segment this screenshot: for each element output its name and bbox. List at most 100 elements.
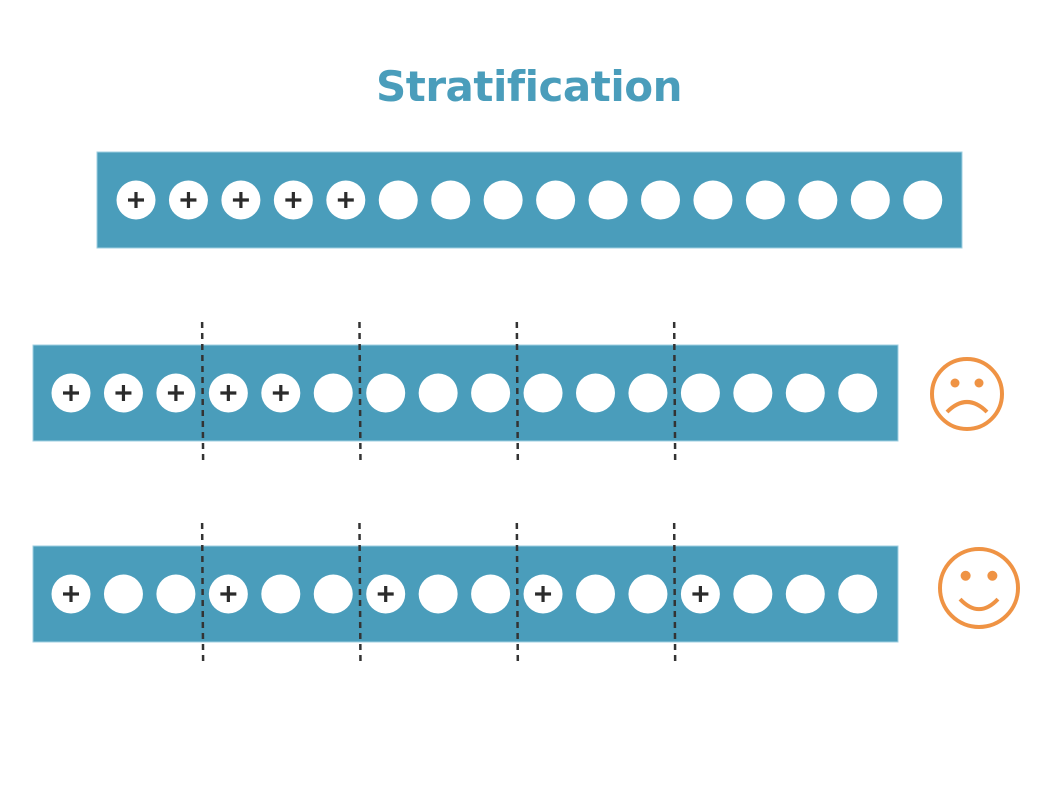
- plus-icon: [285, 192, 302, 208]
- sample-circle: [693, 180, 733, 220]
- face-eye: [950, 378, 960, 388]
- plus-icon: [180, 192, 197, 208]
- sample-circle: [313, 373, 353, 413]
- fold-divider: [515, 321, 520, 464]
- sample-circle: [588, 180, 628, 220]
- sample-circle: [680, 373, 720, 413]
- sample-circle: [261, 574, 301, 614]
- positive-sample: [221, 180, 261, 220]
- sample-circle: [733, 373, 773, 413]
- sample-circle: [838, 373, 878, 413]
- sample-circle: [523, 373, 563, 413]
- sample: [378, 180, 418, 220]
- sample: [680, 373, 720, 413]
- sample-circle: [576, 574, 615, 614]
- face-eye: [960, 570, 971, 581]
- sample-circle: [838, 574, 878, 614]
- sample-circle: [483, 180, 523, 220]
- fold-divider: [358, 321, 362, 464]
- sample: [523, 373, 563, 413]
- plus-icon: [63, 586, 79, 602]
- sad-face-icon: [930, 357, 1004, 431]
- positive-sample: [168, 180, 208, 220]
- face-outline: [938, 547, 1020, 629]
- plus-icon: [220, 385, 237, 401]
- sample-circle: [471, 574, 511, 614]
- face-mouth: [945, 400, 989, 414]
- sample-circle: [903, 180, 943, 220]
- plus-icon: [128, 192, 144, 208]
- sample-circle: [798, 180, 838, 220]
- sample-circle: [628, 373, 668, 413]
- positive-sample: [261, 373, 301, 413]
- sample-circle: [641, 180, 680, 220]
- fold-divider: [515, 522, 520, 665]
- plus-icon: [63, 385, 79, 401]
- sample-circle: [431, 180, 471, 220]
- sample: [103, 574, 143, 614]
- sample-circle: [471, 373, 511, 413]
- sample-circle: [418, 574, 458, 614]
- positive-sample: [273, 180, 313, 220]
- sample: [588, 180, 628, 220]
- sample: [576, 574, 615, 614]
- sample: [431, 180, 471, 220]
- diagram-title: Stratification: [376, 62, 683, 111]
- fold-divider: [200, 522, 205, 665]
- sample: [483, 180, 523, 220]
- positive-sample: [326, 180, 366, 220]
- face-mouth: [958, 597, 1000, 612]
- happy-face-icon: [938, 547, 1020, 629]
- sample: [628, 574, 668, 614]
- row-unstratified-split: [32, 321, 899, 464]
- sample: [733, 574, 773, 614]
- sample: [536, 180, 576, 220]
- positive-sample: [51, 373, 91, 413]
- face-outline: [930, 357, 1004, 431]
- sample: [366, 373, 406, 413]
- sample-circle: [628, 574, 668, 614]
- sample: [785, 574, 825, 614]
- plus-icon: [337, 192, 354, 208]
- plus-icon: [115, 385, 132, 401]
- sample-circle: [378, 180, 418, 220]
- plus-icon: [232, 192, 249, 208]
- positive-sample: [366, 574, 406, 614]
- sample: [156, 574, 196, 614]
- positive-sample: [51, 574, 91, 614]
- sample: [798, 180, 838, 220]
- sample-circle: [785, 373, 825, 413]
- sample: [418, 574, 458, 614]
- sample-circle: [745, 180, 785, 220]
- sample-circle: [850, 180, 890, 220]
- face-eye: [987, 570, 998, 581]
- sample: [850, 180, 890, 220]
- sample: [313, 574, 353, 614]
- sample: [693, 180, 733, 220]
- row-stratified-split: [32, 522, 899, 665]
- sample-circle: [313, 574, 353, 614]
- plus-icon: [167, 385, 184, 401]
- sample-circle: [156, 574, 196, 614]
- fold-divider: [200, 321, 205, 464]
- plus-icon: [377, 586, 394, 602]
- sample: [838, 373, 878, 413]
- positive-sample: [523, 574, 563, 614]
- positive-sample: [103, 373, 143, 413]
- sample: [471, 574, 511, 614]
- plus-icon: [535, 586, 552, 602]
- plus-icon: [220, 586, 237, 602]
- plus-icon: [272, 385, 289, 401]
- sample-circle: [366, 373, 406, 413]
- fold-divider: [672, 522, 677, 665]
- sample: [785, 373, 825, 413]
- row-population: [96, 151, 963, 249]
- sample: [745, 180, 785, 220]
- sample: [628, 373, 668, 413]
- sample: [733, 373, 773, 413]
- plus-icon: [692, 586, 709, 602]
- fold-divider: [358, 522, 362, 665]
- sample: [576, 373, 615, 413]
- sample-circle: [576, 373, 615, 413]
